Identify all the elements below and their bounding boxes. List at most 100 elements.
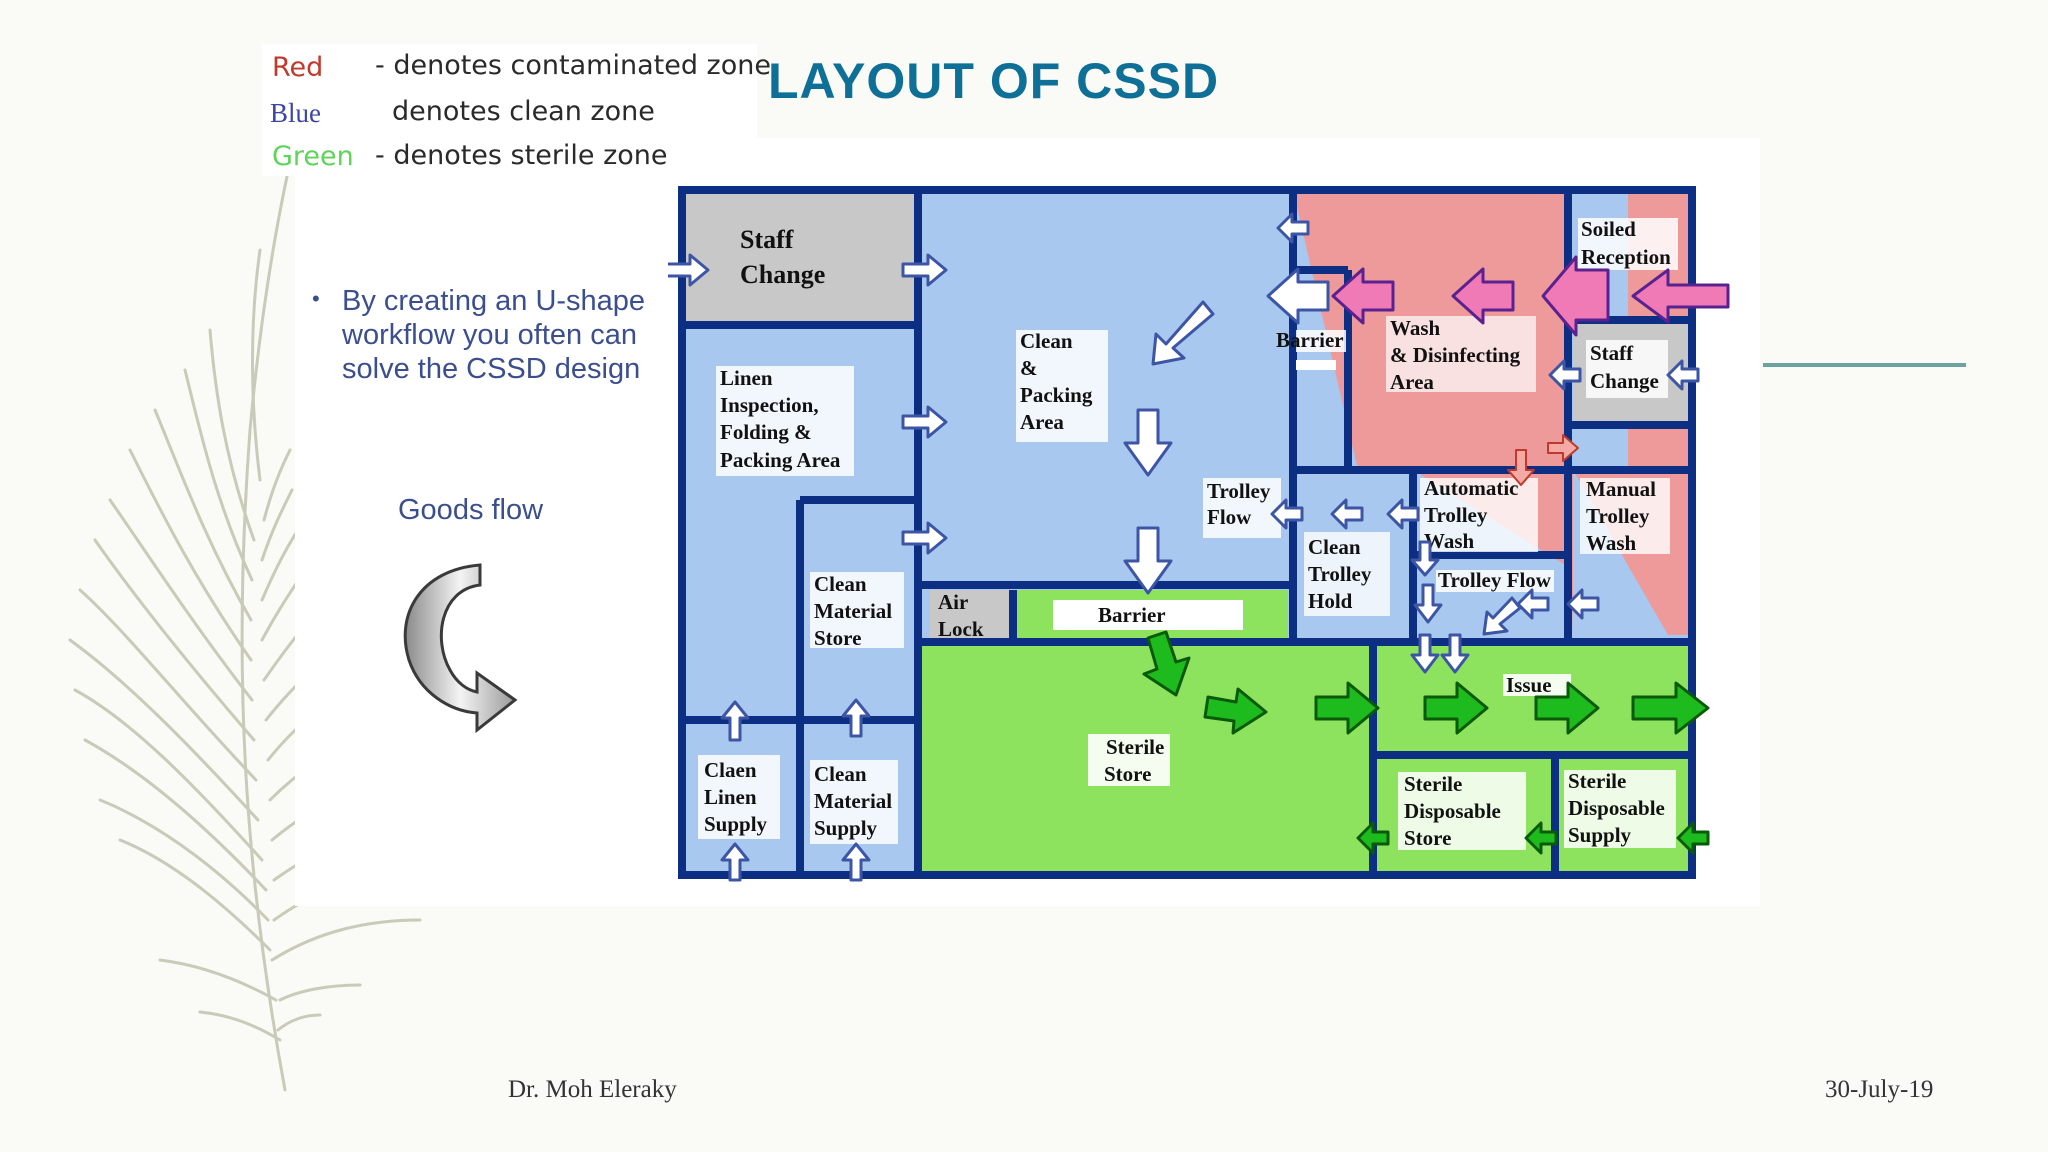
arrow-left-icon xyxy=(1386,498,1420,530)
arrow-down-left-icon xyxy=(1151,300,1215,366)
arrow-right-icon xyxy=(1631,681,1710,735)
label-clean-material-store-1: Clean xyxy=(814,572,867,596)
arrow-down-icon xyxy=(1440,633,1470,674)
label-material-supply-1: Clean xyxy=(814,762,867,786)
arrow-right-icon xyxy=(1423,681,1489,735)
legend-blue-key: Blue xyxy=(270,98,321,128)
room-labels: Staff Change Linen Inspection, Folding &… xyxy=(698,217,1678,850)
label-clean-packing-4: Area xyxy=(1020,410,1064,434)
footer-date: 30-July-19 xyxy=(1825,1076,1934,1103)
arrow-right-icon xyxy=(901,253,948,287)
goods-flow-label: Goods flow xyxy=(398,494,544,526)
label-auto-wash-1: Automatic xyxy=(1424,476,1518,500)
arrow-left-icon xyxy=(1676,821,1710,855)
label-trolley-flow-2: Trolley Flow xyxy=(1438,568,1552,592)
label-clean-material-store-3: Store xyxy=(814,626,861,650)
label-clean-packing-3: Packing xyxy=(1020,383,1093,407)
label-trolley-flow-2: Flow xyxy=(1207,505,1252,529)
label-linen-3: Folding & xyxy=(720,420,812,444)
arrow-down-left-icon xyxy=(1482,596,1522,636)
label-trolley-hold-3: Hold xyxy=(1308,589,1353,613)
label-trolley-flow-1: Trolley xyxy=(1207,479,1271,503)
arrow-left-icon xyxy=(1266,267,1330,325)
label-linen-supply-3: Supply xyxy=(704,812,768,836)
arrow-down-icon xyxy=(1142,630,1191,697)
label-clean-packing-1: Clean xyxy=(1020,329,1073,353)
label-linen-supply-1: Claen xyxy=(704,758,757,782)
label-air-lock-2: Lock xyxy=(938,617,984,641)
u-turn-arrow-icon xyxy=(403,563,518,734)
label-staff-change-2a: Staff xyxy=(1590,341,1634,365)
label-sterile-store-1: Sterile xyxy=(1106,735,1164,759)
label-sd-store-1: Sterile xyxy=(1404,772,1462,796)
label-auto-wash-2: Trolley xyxy=(1424,503,1488,527)
label-manual-wash-1: Manual xyxy=(1586,477,1656,501)
arrow-right-icon xyxy=(1314,681,1380,735)
arrow-right-icon xyxy=(1547,434,1579,462)
label-issue: Issue xyxy=(1506,673,1552,697)
svg-text:Change: Change xyxy=(740,260,825,289)
label-sd-supply-3: Supply xyxy=(1568,823,1632,847)
arrow-down-icon xyxy=(1123,408,1173,477)
label-staff-change-2b: Change xyxy=(1590,369,1659,393)
arrow-left-icon xyxy=(1270,498,1304,530)
label-barrier-bottom: Barrier xyxy=(1098,603,1166,627)
label-clean-material-store-2: Material xyxy=(814,599,892,623)
arrow-down-icon xyxy=(1123,526,1173,595)
label-material-supply-3: Supply xyxy=(814,816,878,840)
svg-text:Staff: Staff xyxy=(740,225,794,254)
label-trolley-hold-2: Trolley xyxy=(1308,562,1372,586)
arrow-left-icon xyxy=(1541,255,1610,337)
legend-background xyxy=(262,44,757,176)
label-clean-packing-2: & xyxy=(1020,356,1038,380)
arrow-up-icon xyxy=(720,700,750,742)
arrow-left-icon xyxy=(1451,267,1515,325)
label-air-lock-1: Air xyxy=(938,590,968,614)
label-sd-store-3: Store xyxy=(1404,826,1451,850)
arrow-left-icon xyxy=(1516,588,1550,620)
arrow-left-icon xyxy=(1566,588,1600,620)
label-staff-change-1a: Staff xyxy=(740,225,794,254)
cssd-floor-plan: Staff Change Linen Inspection, Folding &… xyxy=(668,186,1730,882)
label-linen-1: Linen xyxy=(720,366,773,390)
arrow-left-icon xyxy=(1331,267,1395,325)
label-material-supply-2: Material xyxy=(814,789,892,813)
arrow-down-icon xyxy=(1413,583,1443,624)
label-wash-1: Wash xyxy=(1390,316,1441,340)
arrow-up-icon xyxy=(841,698,871,738)
air-lock-room xyxy=(930,590,1013,642)
staff-change-room-1 xyxy=(682,190,918,325)
arrow-down-icon xyxy=(1410,633,1440,674)
arrow-right-icon xyxy=(1534,681,1600,735)
arrow-down-icon xyxy=(1410,540,1440,577)
arrow-down-icon xyxy=(1507,449,1535,486)
label-barrier-top: Barrier xyxy=(1276,328,1344,352)
label-manual-wash-2: Trolley xyxy=(1586,504,1650,528)
arrow-left-icon xyxy=(1276,212,1310,244)
label-sd-supply-2: Disposable xyxy=(1568,796,1665,820)
arrow-right-icon xyxy=(1203,687,1268,735)
arrow-left-icon xyxy=(1548,359,1582,391)
label-staff-change-1b: Change xyxy=(740,260,825,289)
legend-green-key: Green xyxy=(272,141,354,172)
label-soiled-1: Soiled xyxy=(1581,217,1636,241)
label-linen-4: Packing Area xyxy=(720,448,841,472)
bullet-marker: • xyxy=(312,286,320,311)
arrow-left-icon xyxy=(1330,498,1364,530)
legend-red-text: - denotes contaminated zone xyxy=(375,50,771,81)
arrow-right-icon xyxy=(901,405,948,439)
slide-title: LAYOUT OF CSSD xyxy=(768,53,1220,109)
label-linen-supply-2: Linen xyxy=(704,785,757,809)
legend-red-key: Red xyxy=(272,52,324,83)
label-sterile-store-2: Store xyxy=(1104,762,1151,786)
arrow-up-icon xyxy=(841,842,871,882)
label-sd-supply-1: Sterile xyxy=(1568,769,1626,793)
footer-author: Dr. Moh Eleraky xyxy=(508,1076,677,1103)
arrow-right-icon xyxy=(668,253,710,287)
label-wash-3: Area xyxy=(1390,370,1434,394)
legend-blue-text: denotes clean zone xyxy=(392,96,655,127)
label-auto-wash-3: Wash xyxy=(1424,529,1475,553)
label-sd-store-2: Disposable xyxy=(1404,799,1501,823)
divider-line xyxy=(1763,363,1966,367)
label-wash-2: & Disinfecting xyxy=(1390,343,1521,367)
